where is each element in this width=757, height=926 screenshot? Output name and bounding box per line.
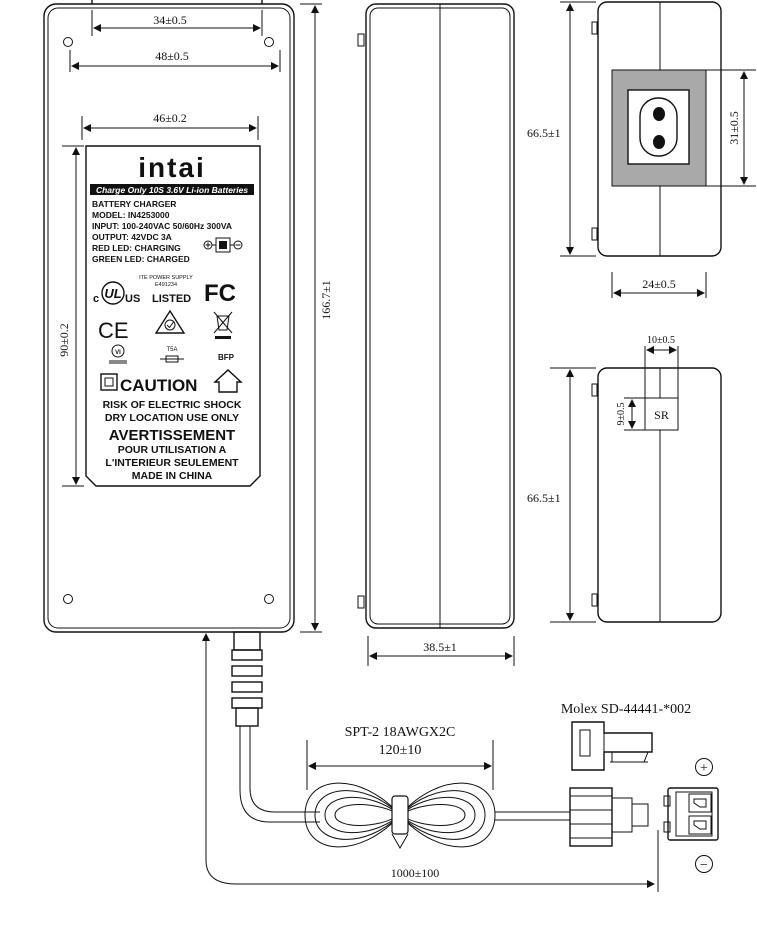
warning-line: DRY LOCATION USE ONLY [105, 412, 239, 424]
dim-socket-height: 31±0.5 [727, 111, 741, 145]
label-line: RED LED: CHARGING [92, 243, 181, 253]
dim-end-height-bottom: 66.5±1 [527, 491, 561, 505]
positive-terminal-icon [695, 758, 713, 776]
molex-connector: Molex SD-44441-*002 [561, 702, 719, 873]
french-line: L'INTERIEUR SEULEMENT [105, 457, 239, 469]
connector-model-label: Molex SD-44441-*002 [561, 702, 691, 717]
svg-text:UL: UL [104, 286, 121, 301]
label-line: INPUT: 100-240VAC 50/60Hz 300VA [92, 221, 232, 231]
end-view-top: 66.5±1 31±0.5 24±0.5 [527, 1, 756, 298]
strain-relief-box [644, 397, 679, 431]
svg-text:c: c [93, 293, 99, 305]
label-line: OUTPUT: 42VDC 3A [92, 232, 172, 242]
strain-relief [231, 631, 263, 727]
brand-logo: intai [138, 152, 206, 183]
front-body-outline [43, 3, 295, 633]
screw-hole-icon [63, 37, 73, 47]
dim-cord-total: 1000±100 [391, 866, 440, 880]
connector-face-view [663, 787, 719, 841]
label-line: MODEL: IN4253000 [92, 210, 170, 220]
ce-icon: CE [98, 318, 129, 343]
dim-sr-height: 9±0.5 [616, 403, 627, 426]
svg-text:LISTED: LISTED [152, 293, 191, 305]
screw-hole-icon [264, 594, 274, 604]
ul-listed-icon: c UL US LISTED ITE POWER SUPPLY E491234 [93, 275, 193, 305]
negative-symbol: − [700, 858, 708, 873]
cable-assembly: SPT-2 18AWGX2C 120±10 1000±100 [202, 631, 659, 892]
dim-body-length-group: 166.7±1 [300, 3, 333, 633]
dim-socket-width: 24±0.5 [642, 277, 676, 291]
svg-text:VI: VI [115, 350, 121, 356]
vi-efficiency-icon: VI [109, 344, 127, 364]
bfp-mark: BFP [218, 353, 235, 362]
rcm-icon [154, 309, 186, 334]
polarity-icon [203, 237, 243, 253]
made-in-line: MADE IN CHINA [132, 470, 213, 482]
avertissement-text: AVERTISSEMENT [109, 427, 235, 444]
screw-hole-icon [264, 37, 274, 47]
svg-text:ITE POWER SUPPLY: ITE POWER SUPPLY [139, 275, 193, 281]
negative-terminal-icon [695, 855, 713, 873]
dim-label-width: 46±0.2 [153, 111, 187, 125]
positive-symbol: + [700, 761, 708, 776]
dim-body-length: 166.7±1 [319, 280, 333, 320]
caution-text: CAUTION [120, 376, 197, 395]
svg-text:US: US [125, 293, 140, 305]
fcc-icon: FC [204, 280, 236, 307]
fuse-icon: T5A [160, 347, 184, 363]
end-view-bottom: 66.5±1 SR 10±0.5 9±0.5 [527, 335, 722, 623]
double-insulation-icon [100, 373, 118, 391]
label-line: BATTERY CHARGER [92, 199, 176, 209]
svg-text:T5A: T5A [166, 347, 177, 353]
cable-loop-length: 120±10 [379, 743, 422, 758]
cable-type-label: SPT-2 18AWGX2C [345, 725, 456, 740]
cable-coil-icon [304, 782, 496, 850]
indoor-use-icon [213, 369, 243, 393]
label-plate [85, 145, 261, 487]
screw-hole-icon [63, 594, 73, 604]
dim-top-inner: 34±0.5 [153, 13, 187, 27]
svg-text:E491234: E491234 [155, 282, 177, 288]
dim-label-height: 90±0.2 [57, 323, 71, 357]
warning-line: RISK OF ELECTRIC SHOCK [103, 399, 242, 411]
dim-end-height-top: 66.5±1 [527, 126, 561, 140]
side-view: 38.5±1 [357, 3, 515, 666]
connector-side-view [569, 787, 649, 847]
connector-top-view [571, 721, 653, 771]
front-view: 34±0.5 48±0.5 46±0.2 90±0.2 intai Charge… [43, 0, 295, 633]
french-line: POUR UTILISATION A [118, 444, 227, 456]
dim-body-depth: 38.5±1 [423, 640, 457, 654]
dim-top-outer: 48±0.5 [155, 49, 189, 63]
dim-sr-width: 10±0.5 [647, 335, 675, 346]
label-tagline: Charge Only 10S 3.6V Li-ion Batteries [96, 185, 248, 195]
weee-bin-icon [213, 311, 233, 339]
sr-label: SR [654, 408, 669, 422]
label-line: GREEN LED: CHARGED [92, 254, 190, 264]
